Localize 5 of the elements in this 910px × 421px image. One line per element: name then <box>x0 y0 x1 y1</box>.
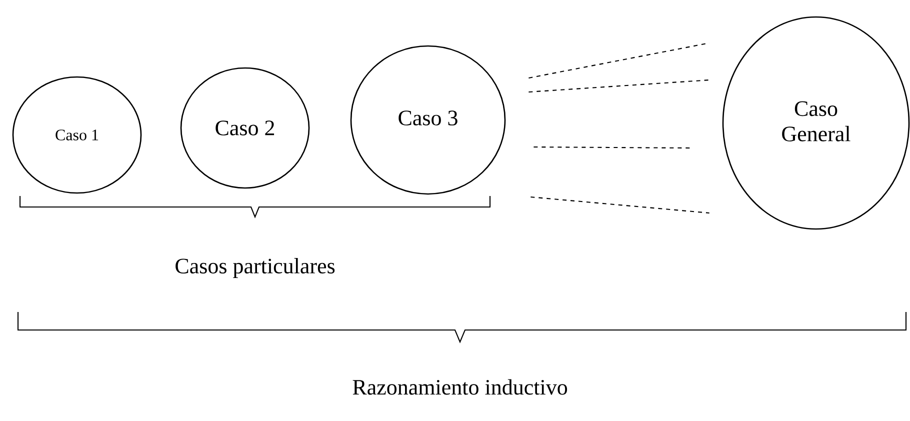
caption-text: Casos particulares <box>176 258 335 278</box>
dashed-line <box>534 146 692 149</box>
dashed-line <box>528 79 710 93</box>
caption-text: Razonamiento inductivo <box>352 379 568 395</box>
dashed-line <box>530 196 710 214</box>
